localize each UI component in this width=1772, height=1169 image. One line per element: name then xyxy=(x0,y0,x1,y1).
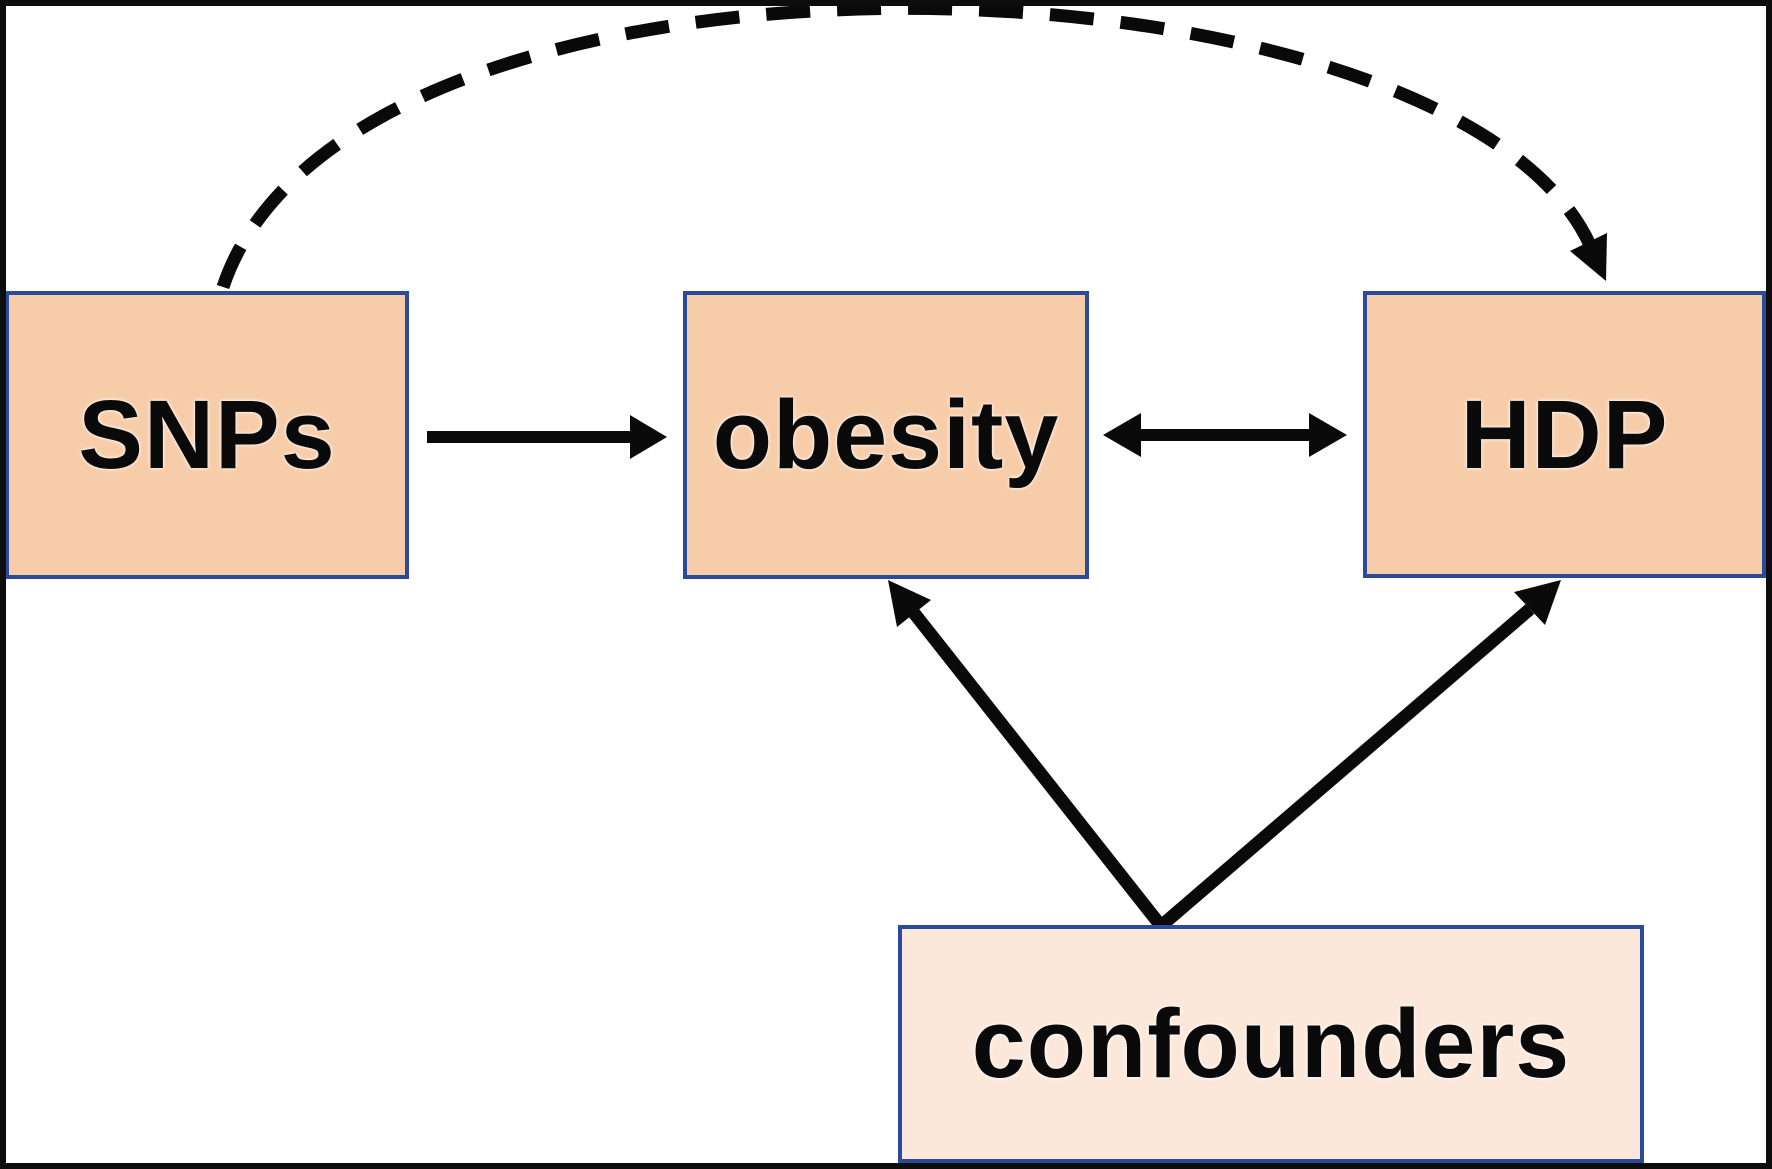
node-obesity: obesity xyxy=(683,291,1089,579)
edge-confounders-obesity-arrow xyxy=(888,580,1167,931)
edge-obesity-hdp-double-arrow xyxy=(1103,413,1347,457)
node-snps: SNPs xyxy=(6,291,409,579)
node-obesity-label: obesity xyxy=(712,380,1060,489)
node-snps-label: SNPs xyxy=(78,380,336,489)
node-confounders: confounders xyxy=(898,925,1644,1163)
edge-snps-hdp-dashed-arc xyxy=(216,6,1607,290)
edge-snps-obesity-arrow xyxy=(427,415,667,459)
node-hdp: HDP xyxy=(1363,291,1766,578)
node-hdp-label: HDP xyxy=(1460,379,1669,489)
node-confounders-label: confounders xyxy=(971,989,1571,1098)
edge-confounders-hdp-arrow xyxy=(1156,580,1561,931)
